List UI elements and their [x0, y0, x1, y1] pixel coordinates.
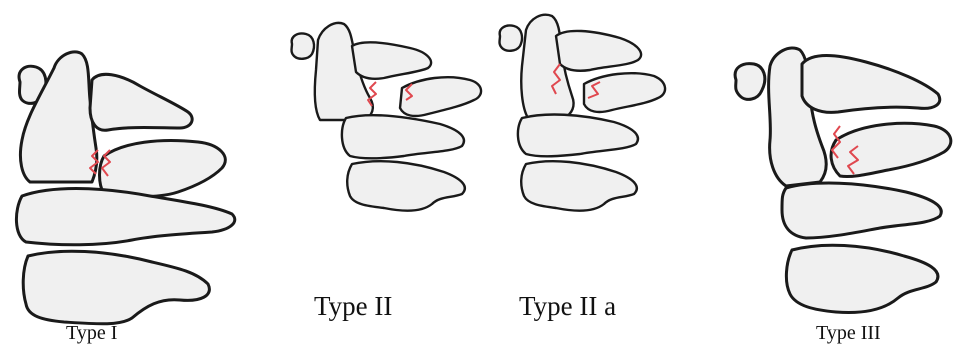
type-1-illustration [16, 52, 234, 324]
type-2a-label: Type II a [519, 291, 616, 322]
type-2-label: Type II [314, 291, 392, 322]
type-3-c4-vertebra [786, 245, 938, 312]
type-2a-atlas-posterior-arch [556, 31, 641, 71]
type-3-label: Type III [816, 322, 881, 345]
type-1-label: Type I [66, 322, 117, 345]
type-2-illustration [292, 23, 482, 211]
type-2a-c3-vertebra [518, 115, 638, 157]
type-2-atlas-posterior-arch [352, 42, 431, 78]
type-3-c3-vertebra [782, 183, 941, 238]
type-1-c4-vertebra [23, 251, 209, 324]
type-2a-c4-vertebra [521, 161, 637, 210]
type-3-atlas-anterior-arch [735, 64, 765, 100]
type-3-atlas-posterior-arch [802, 56, 940, 113]
type-2-c3-vertebra [342, 115, 464, 158]
type-1-c3-vertebra [16, 189, 234, 245]
type-2a-illustration [500, 15, 666, 211]
type-2-c4-vertebra [347, 161, 465, 210]
type-1-atlas-posterior-arch [90, 74, 192, 130]
type-2-atlas-anterior-arch [292, 33, 315, 58]
type-2a-atlas-anterior-arch [500, 25, 523, 50]
type-3-illustration [735, 48, 951, 313]
type-1-axis-spinous-process [100, 141, 226, 198]
